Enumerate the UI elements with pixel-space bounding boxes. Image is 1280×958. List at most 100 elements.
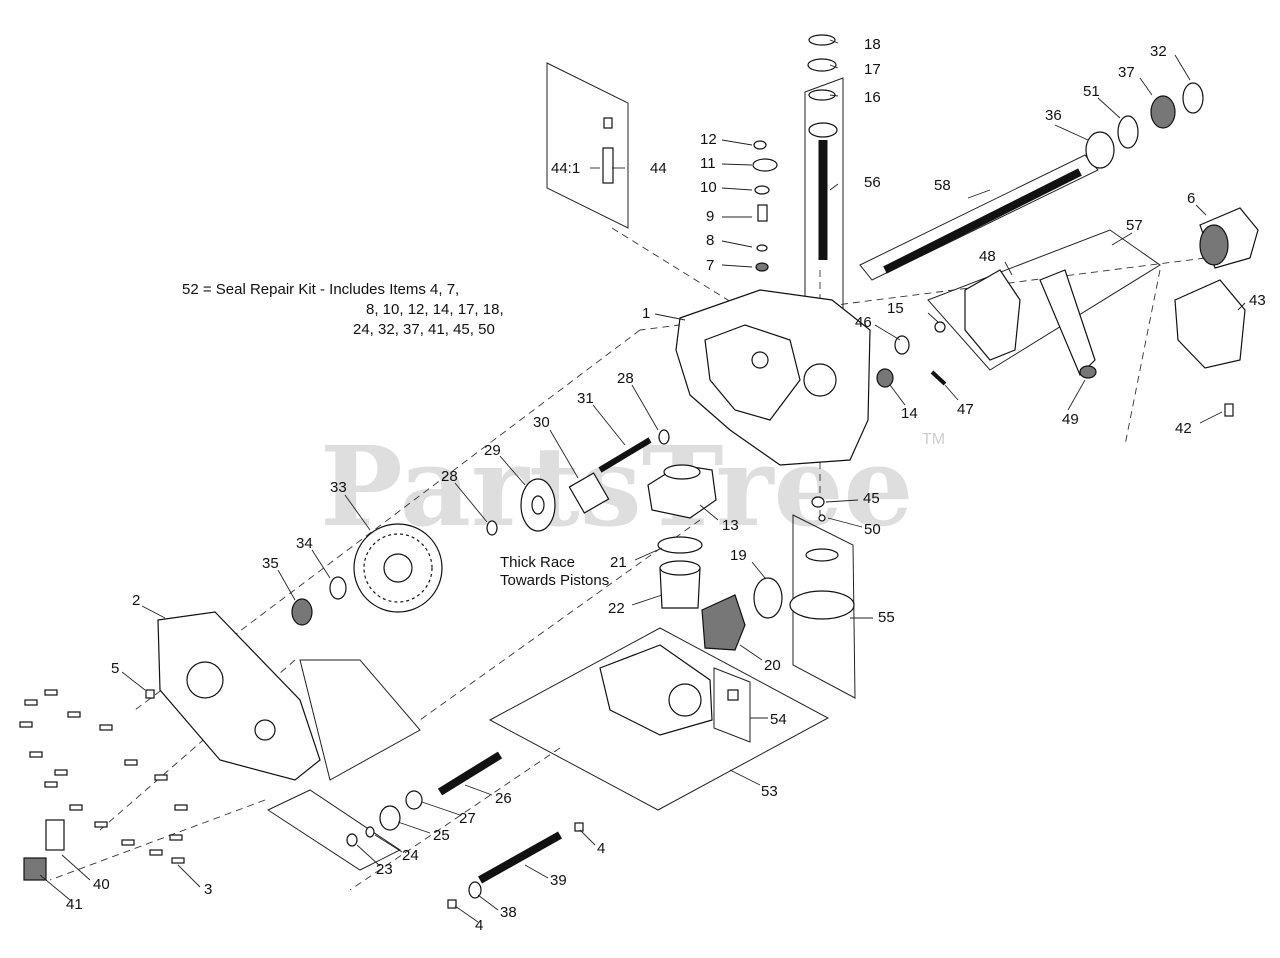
- plate-41: [23, 857, 47, 881]
- box-housing-2: [299, 659, 421, 781]
- bearing-25: [379, 805, 401, 831]
- annotation-line-1: Thick Race: [500, 554, 575, 571]
- callout-34: 34: [296, 535, 313, 552]
- callout-47: 47: [957, 401, 974, 418]
- shaft-30: [568, 472, 610, 514]
- callout-23: 23: [376, 861, 393, 878]
- callout-44-1: 44:1: [551, 160, 580, 177]
- callout-9: 9: [706, 208, 714, 225]
- callout-51: 51: [1083, 83, 1100, 100]
- arm-57: [1039, 269, 1096, 377]
- ring-24: [365, 826, 375, 838]
- part-8: [756, 244, 768, 252]
- part-7: [755, 262, 769, 272]
- box-57: [927, 229, 1161, 371]
- callout-32: 32: [1150, 43, 1167, 60]
- callout-5: 5: [111, 660, 119, 677]
- callout-15: 15: [887, 300, 904, 317]
- callout-42: 42: [1175, 420, 1192, 437]
- callout-35: 35: [262, 555, 279, 572]
- leader-lines: [39, 39, 1246, 923]
- note-line-3: 24, 32, 37, 41, 45, 50: [353, 321, 495, 338]
- callout-27: 27: [459, 810, 476, 827]
- bolt-5: [145, 689, 155, 699]
- callout-36: 36: [1045, 107, 1062, 124]
- bracket-48: [964, 269, 1021, 361]
- callout-7: 7: [706, 257, 714, 274]
- callout-38: 38: [500, 904, 517, 921]
- note-line-2: 8, 10, 12, 14, 17, 18,: [366, 301, 504, 318]
- callout-43: 43: [1249, 292, 1266, 309]
- cover-43: [1174, 279, 1246, 369]
- ring-18: [808, 34, 836, 46]
- shaft-58: [883, 168, 1082, 274]
- pin-47: [930, 370, 947, 386]
- callout-1: 1: [642, 305, 650, 322]
- callout-45: 45: [863, 490, 880, 507]
- callout-44: 44: [650, 160, 667, 177]
- bearing-35: [291, 598, 313, 626]
- box-55: [792, 514, 856, 699]
- ring-32: [1182, 82, 1204, 114]
- callout-30: 30: [533, 414, 550, 431]
- part-11: [752, 158, 778, 172]
- shaft-31: [598, 437, 652, 473]
- callout-49: 49: [1062, 411, 1079, 428]
- pin-4a: [574, 822, 584, 832]
- callout-33: 33: [330, 479, 347, 496]
- ring-16: [808, 89, 836, 101]
- callout-31: 31: [577, 390, 594, 407]
- part-38: [468, 881, 482, 899]
- kit-boxes: [266, 62, 1161, 871]
- valve-44: [602, 147, 614, 184]
- box-53: [488, 627, 830, 811]
- washer-34: [329, 576, 347, 600]
- callout-2: 2: [132, 592, 140, 609]
- shaft-26: [437, 751, 503, 796]
- washer-51: [1117, 115, 1139, 149]
- plate-55: [789, 590, 855, 620]
- callout-57: 57: [1126, 217, 1143, 234]
- callout-53: 53: [761, 783, 778, 800]
- callout-17: 17: [864, 61, 881, 78]
- seal-37: [1150, 95, 1176, 129]
- bearing-36: [1085, 131, 1115, 169]
- callout-50: 50: [864, 521, 881, 538]
- callout-18: 18: [864, 36, 881, 53]
- callout-10: 10: [700, 179, 717, 196]
- callout-39: 39: [550, 872, 567, 889]
- callout-3: 3: [204, 881, 212, 898]
- callout-22: 22: [608, 600, 625, 617]
- part-12: [753, 140, 767, 150]
- callout-21: 21: [610, 554, 627, 571]
- callout-37: 37: [1118, 64, 1135, 81]
- washer-27: [405, 790, 423, 810]
- callout-26: 26: [495, 790, 512, 807]
- callout-4b: 4: [475, 917, 483, 934]
- box-44: [546, 62, 629, 229]
- annotation-line-2: Towards Pistons: [500, 572, 609, 589]
- callout-20: 20: [764, 657, 781, 674]
- assembly-axes: [49, 227, 1206, 891]
- callout-29: 29: [484, 442, 501, 459]
- washer-17: [807, 58, 837, 72]
- callout-11: 11: [700, 155, 716, 172]
- callout-16: 16: [864, 89, 881, 106]
- callout-54: 54: [770, 711, 787, 728]
- washer-28a: [658, 429, 670, 445]
- callout-58: 58: [934, 177, 951, 194]
- bolt-set-3: [19, 689, 188, 864]
- part-9: [757, 204, 768, 222]
- part-14: [876, 368, 894, 388]
- callout-56: 56: [864, 174, 881, 191]
- parts: [19, 34, 1259, 909]
- part-45: [811, 496, 825, 508]
- callout-41: 41: [66, 896, 83, 913]
- callout-40: 40: [93, 876, 110, 893]
- callout-25: 25: [433, 827, 450, 844]
- callout-13: 13: [722, 517, 739, 534]
- bracket-40: [45, 819, 65, 851]
- shaft-39: [478, 831, 562, 884]
- part-49: [1079, 365, 1097, 379]
